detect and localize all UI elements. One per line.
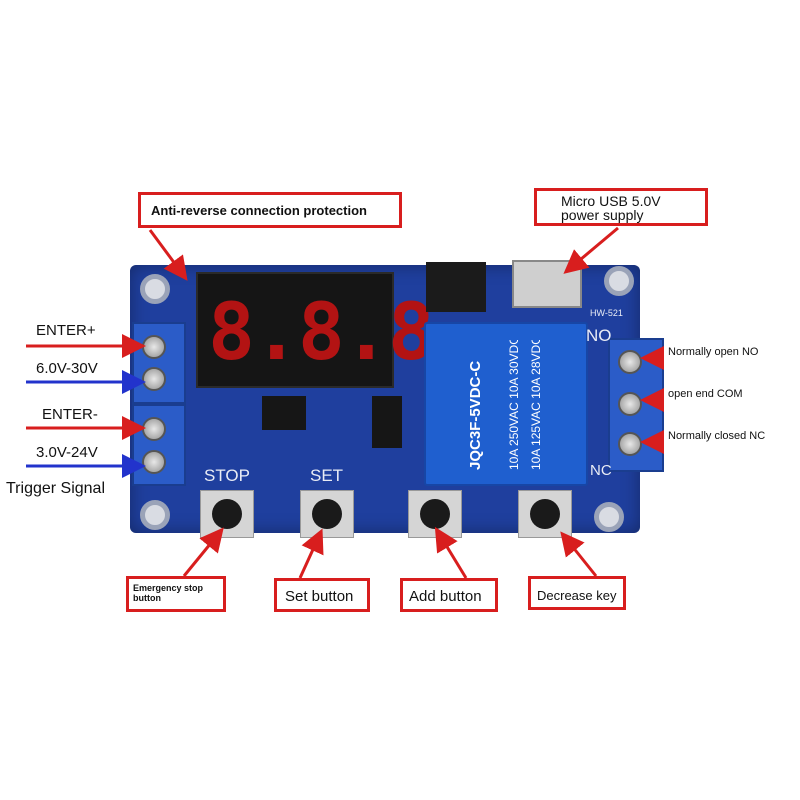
relay-rating-2: 10A 125VAC 10A 28VDC	[529, 340, 543, 470]
relay-rating-1: 10A 250VAC 10A 30VDC	[507, 340, 521, 470]
mount-hole-top-right	[604, 266, 634, 296]
callout-micro-usb-line1: Micro USB 5.0V	[561, 193, 661, 209]
screw-nc[interactable]	[618, 432, 642, 456]
callout-emergency-line1: Emergency stop	[133, 583, 204, 593]
callout-add-button: Add button	[400, 578, 498, 612]
decrease-button-cap[interactable]	[530, 499, 560, 529]
micro-usb-port	[512, 260, 582, 308]
callout-anti-reverse-text: Anti-reverse connection protection	[151, 203, 367, 218]
set-button-cap[interactable]	[312, 499, 342, 529]
mount-hole-top-left	[140, 274, 170, 304]
screw-enter-minus[interactable]	[142, 417, 166, 441]
arrow-decrease-key	[560, 531, 598, 577]
silk-stop: STOP	[204, 466, 250, 485]
screw-trigger-signal[interactable]	[142, 450, 166, 474]
silk-no: NO	[586, 326, 612, 345]
screw-enter-plus[interactable]	[142, 335, 166, 359]
label-voltage-low: 3.0V-24V	[36, 444, 98, 461]
arrow-emergency-stop	[182, 527, 224, 577]
callout-set-button: Set button	[274, 578, 370, 612]
relay-model-text: JQC3F-5VDC-C	[467, 361, 484, 470]
callout-micro-usb-line2: power supply	[561, 207, 644, 223]
screw-no[interactable]	[618, 350, 642, 374]
mount-hole-bottom-right	[594, 502, 624, 532]
label-enter-plus: ENTER+	[36, 322, 96, 339]
decrease-button[interactable]	[518, 490, 572, 538]
seven-segment-display: 8.8.8.	[196, 272, 480, 388]
terminal-block-power	[132, 322, 186, 404]
callout-set-button-text: Set button	[285, 588, 354, 605]
optocoupler-chip	[262, 396, 306, 430]
screw-com[interactable]	[618, 392, 642, 416]
set-button[interactable]	[300, 490, 354, 538]
silk-model: HW-521	[590, 308, 623, 318]
label-voltage-high: 6.0V-30V	[36, 360, 98, 377]
diode-component	[372, 396, 402, 448]
label-normally-closed: Normally closed NC	[668, 430, 766, 442]
mount-hole-bottom-left	[140, 500, 170, 530]
callout-emergency-line2: button	[133, 593, 161, 603]
add-button-cap[interactable]	[420, 499, 450, 529]
label-com: open end COM	[668, 388, 743, 400]
label-trigger-signal: Trigger Signal	[6, 480, 106, 497]
stop-button[interactable]	[200, 490, 254, 538]
relay-markings: JQC3F-5VDC-C 10A 250VAC 10A 30VDC 10A 12…	[467, 340, 543, 470]
label-enter-minus: ENTER-	[42, 406, 98, 423]
label-normally-open: Normally open NO	[668, 346, 759, 358]
callout-add-button-text: Add button	[409, 588, 482, 605]
add-button[interactable]	[408, 490, 462, 538]
callout-emergency-stop: Emergency stop button	[126, 576, 226, 612]
callout-decrease-key-text: Decrease key	[537, 588, 617, 603]
callout-micro-usb: Micro USB 5.0V power supply	[534, 188, 708, 226]
callout-decrease-key: Decrease key	[528, 576, 626, 610]
stop-button-cap[interactable]	[212, 499, 242, 529]
arrow-add-button	[434, 526, 468, 579]
silk-set: SET	[310, 466, 344, 485]
silk-nc: NC	[590, 462, 612, 479]
callout-anti-reverse: Anti-reverse connection protection	[138, 192, 402, 228]
relay-component	[424, 322, 588, 486]
screw-power-negative[interactable]	[142, 367, 166, 391]
terminal-block-trigger	[132, 404, 186, 486]
regulator-chip	[426, 262, 486, 312]
arrow-set-button	[298, 528, 324, 579]
